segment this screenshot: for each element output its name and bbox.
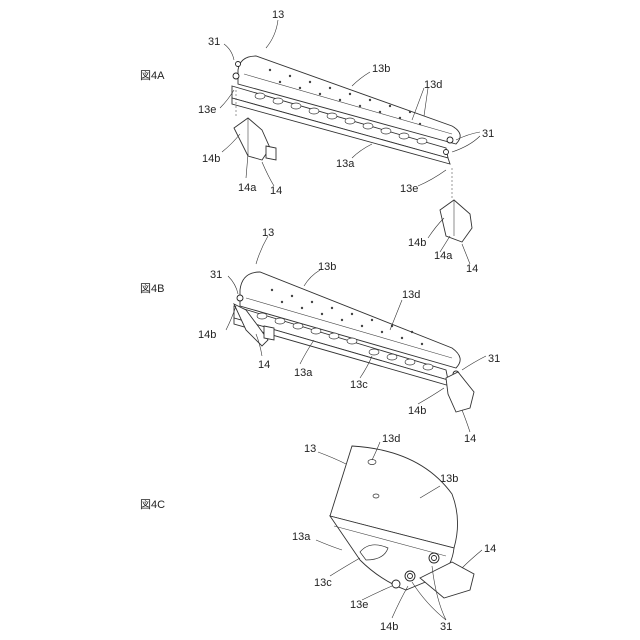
ref-14b-left: 14b [198,329,216,341]
bracket-14-right [446,372,474,412]
figure-4a: 図4A [140,9,494,275]
ref-31-right: 31 [482,128,494,140]
bracket-14-left [234,118,276,160]
ref-13c: 13c [350,379,368,391]
ref-31-left: 31 [210,269,222,281]
ref-14a-left: 14a [238,182,257,194]
ref-13a: 13a [294,367,313,379]
leader-13e [362,586,392,600]
leader-31-left [224,44,234,60]
leader-13b [352,72,370,86]
leader-14b-left [222,134,240,152]
bracket-14-right [440,200,472,242]
ref-14-right: 14 [466,263,478,275]
ref-14-right: 14 [464,433,476,445]
ref-13e-right: 13e [400,183,418,195]
ref-13e: 13e [350,599,368,611]
leader-14 [462,550,482,568]
ref-13d: 13d [382,433,400,445]
ref-14b-right: 14b [408,237,426,249]
ref-14-left: 14 [258,359,270,371]
ref-14: 14 [484,543,496,555]
ref-31-left: 31 [208,36,220,48]
leader-13a [316,540,342,550]
ref-14b-left: 14b [202,153,220,165]
ref-14b: 14b [380,621,398,633]
ref-13: 13 [262,227,274,239]
ref-13d: 13d [424,79,442,91]
ref-14a-right: 14a [434,250,453,262]
leader-13c [330,558,360,576]
leader-31-left [228,276,238,294]
ref-13: 13 [272,9,284,21]
leader-14b-right [428,218,444,238]
leader-13a [352,144,372,158]
leader-14b [392,586,408,618]
leader-14a-left [246,154,248,178]
ref-13c: 13c [314,577,332,589]
ref-13: 13 [304,443,316,455]
leader-13 [266,20,278,48]
figure-4c-label: 図4C [140,498,165,511]
ref-31: 31 [440,621,452,633]
ref-31-right: 31 [488,353,500,365]
figure-4a-label: 図4A [140,69,165,82]
ref-14b-right: 14b [408,405,426,417]
ref-13b: 13b [372,63,390,75]
bolt-31-left [237,295,243,301]
figure-4b-label: 図4B [140,282,164,295]
ref-13d: 13d [402,289,420,301]
leader-13d-b [424,88,428,116]
ref-14-left: 14 [270,185,282,197]
leader-13 [256,236,268,264]
leader-13e-right [418,170,446,186]
ref-13b: 13b [318,261,336,273]
leader-14-right [462,244,470,264]
leader-14-right [462,410,470,432]
figure-4c: 図4C 13 13 [140,433,496,633]
leader-31-right [462,356,486,370]
leader-14-left [262,162,274,186]
ref-13a: 13a [292,531,311,543]
ref-13e-left: 13e [198,104,216,116]
ref-13a: 13a [336,158,355,170]
leader-13 [318,452,346,464]
ref-13b: 13b [440,473,458,485]
leader-14b-right [418,388,444,404]
